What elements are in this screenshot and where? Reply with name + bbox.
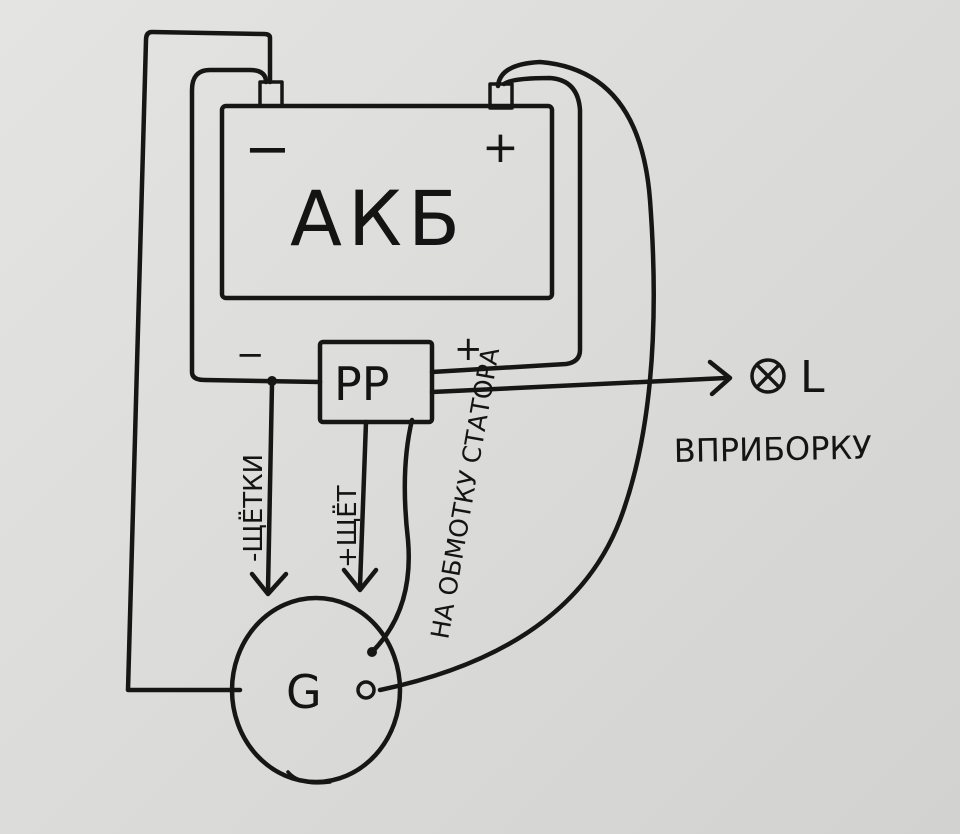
brush-minus-label: -ЩЁТКИ (237, 454, 269, 562)
brush-plus-label: +ЩЁТ (331, 485, 363, 568)
brush-minus-wire (265, 381, 275, 593)
generator-label: G (286, 665, 322, 719)
battery-plus-sign: + (482, 122, 519, 173)
battery-label: АКБ (290, 174, 466, 263)
ground-wire-inner (189, 67, 323, 385)
ground-wire-outer (125, 29, 273, 693)
positive-wire-inner (429, 75, 583, 375)
brush-plus-wire (357, 419, 369, 589)
generator-closing-arrow (286, 770, 332, 785)
battery-minus-sign: − (244, 117, 291, 182)
battery-body (219, 103, 555, 301)
regulator-label: PP (334, 357, 389, 411)
generator-output-terminal (356, 680, 376, 700)
positive-wire-to-generator (377, 59, 656, 693)
regulator-plus-sign: + (454, 329, 483, 369)
ground-junction-dot (267, 376, 277, 386)
lamp-label: L (800, 352, 825, 403)
regulator-minus-sign: − (236, 335, 265, 375)
battery-negative-terminal (258, 80, 284, 108)
lamp-caption: ВПРИБОРКУ (673, 429, 872, 470)
battery-positive-terminal (488, 82, 514, 110)
stator-wire (369, 417, 415, 655)
indicator-lamp-icon (750, 358, 786, 394)
brush-plus-arrowhead (341, 567, 379, 593)
brush-minus-arrowhead (249, 571, 289, 597)
regulator-box (317, 339, 435, 425)
lamp-wire-arrowhead (707, 359, 733, 397)
lamp-wire (429, 375, 729, 395)
generator-stator-terminal (367, 647, 377, 657)
